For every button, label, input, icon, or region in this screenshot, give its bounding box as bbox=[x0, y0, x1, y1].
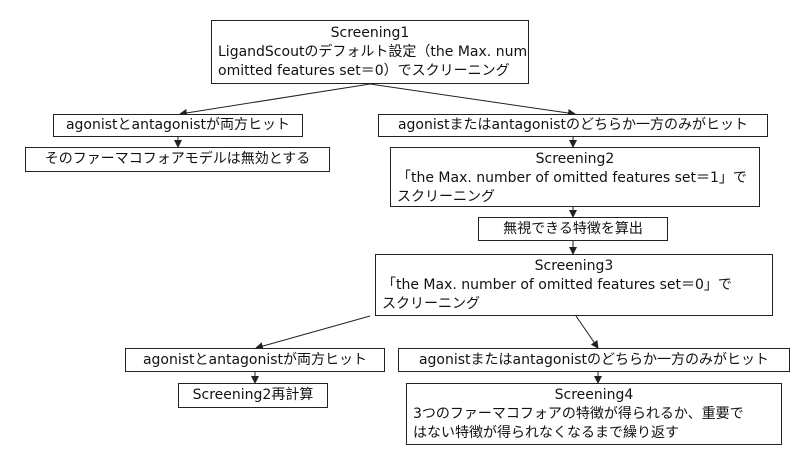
screening3-line-1: 「the Max. number of omitted features set… bbox=[382, 277, 732, 293]
compute-ignorable-box: 無視できる特徴を算出 bbox=[478, 217, 668, 241]
screening2-line-2: スクリーニング bbox=[397, 189, 495, 205]
screening1-line-1: LigandScoutのデフォルト設定（the Max. number of bbox=[218, 44, 528, 60]
hit-both-label-1: agonistとantagonistが両方ヒット bbox=[65, 117, 291, 133]
screening2-title: Screening2 bbox=[535, 151, 615, 167]
hit-either-box-2: agonistまたはantagonistのどちらか一方のみがヒット bbox=[398, 348, 790, 372]
screening2-line-1: 「the Max. number of omitted features set… bbox=[397, 170, 747, 186]
screening4-line-1: 3つのファーマコフォアの特徴が得られるか、重要で bbox=[413, 406, 744, 422]
recompute-s2-label: Screening2再計算 bbox=[192, 387, 314, 403]
screening4-title: Screening4 bbox=[554, 387, 634, 403]
hit-either-label-1: agonistまたはantagonistのどちらか一方のみがヒット bbox=[397, 117, 749, 133]
screening1-box: Screening1 LigandScoutのデフォルト設定（the Max. … bbox=[211, 20, 529, 84]
invalid-model-label: そのファーマコフォアモデルは無効とする bbox=[44, 151, 311, 167]
hit-either-box-1: agonistまたはantagonistのどちらか一方のみがヒット bbox=[378, 114, 768, 137]
arrow-s3-to-either2 bbox=[575, 315, 599, 349]
screening3-title: Screening3 bbox=[534, 258, 614, 274]
screening3-box: Screening3 「the Max. number of omitted f… bbox=[375, 254, 773, 316]
screening1-line-2: omitted features set＝0）でスクリーニング bbox=[218, 63, 510, 79]
hit-both-box-2: agonistとantagonistが両方ヒット bbox=[125, 348, 385, 372]
hit-either-label-2: agonistまたはantagonistのどちらか一方のみがヒット bbox=[418, 351, 770, 368]
hit-both-box-1: agonistとantagonistが両方ヒット bbox=[53, 114, 303, 137]
invalid-model-box: そのファーマコフォアモデルは無効とする bbox=[25, 147, 330, 172]
arrow-s1-to-either1 bbox=[369, 83, 576, 117]
compute-ignorable-label: 無視できる特徴を算出 bbox=[503, 220, 643, 237]
screening2-box: Screening2 「the Max. number of omitted f… bbox=[390, 147, 760, 207]
arrow-s3-to-both2 bbox=[255, 315, 371, 350]
recompute-s2-box: Screening2再計算 bbox=[178, 383, 328, 408]
screening4-line-2: はない特徴が得られなくなるまで繰り返す bbox=[413, 425, 679, 441]
screening4-box: Screening4 3つのファーマコフォアの特徴が得られるか、重要で はない特… bbox=[406, 383, 782, 445]
screening3-line-2: スクリーニング bbox=[382, 296, 480, 312]
screening1-title: Screening1 bbox=[330, 25, 410, 41]
hit-both-label-2: agonistとantagonistが両方ヒット bbox=[142, 351, 368, 368]
arrow-s1-to-both1 bbox=[179, 83, 371, 117]
